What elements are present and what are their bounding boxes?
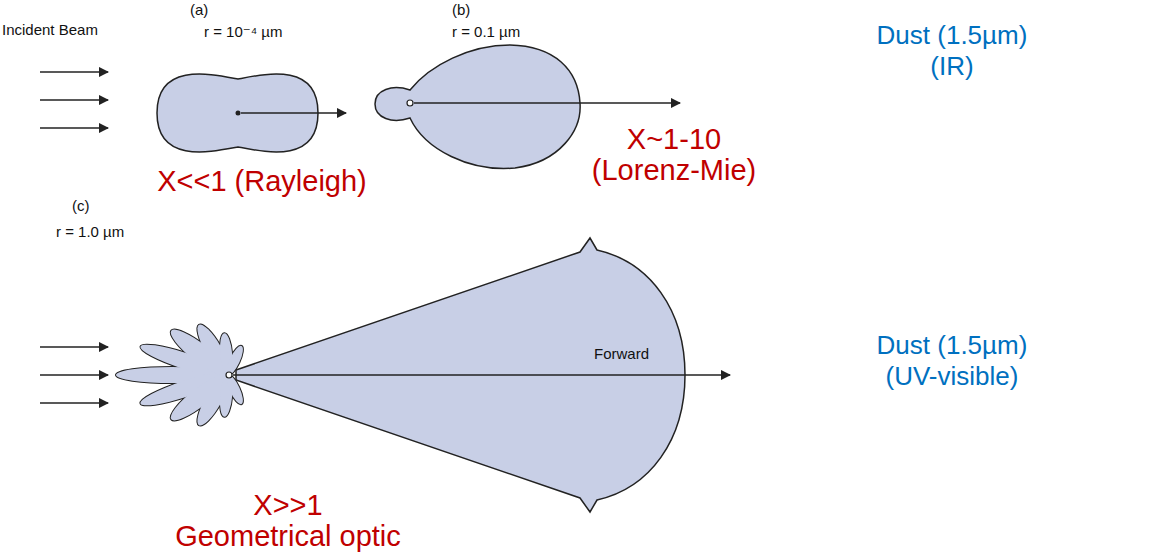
particle-dot <box>226 372 232 378</box>
radius-label: r = 0.1 µm <box>452 24 520 41</box>
radius-label: r = 1.0 µm <box>56 224 124 241</box>
regime-label: X<<1 (Rayleigh) <box>157 166 367 197</box>
regime-label: X~1-10 (Lorenz-Mie) <box>592 124 756 186</box>
particle-dot <box>236 111 241 116</box>
particle-dot <box>407 100 413 106</box>
dust-note: Dust (1.5µm) (UV-visible) <box>877 330 1028 392</box>
incident-arrows <box>40 347 108 403</box>
incident-arrows <box>40 72 108 128</box>
back-petals <box>116 321 246 429</box>
direction-label: Forward <box>594 346 649 363</box>
radius-label: r = 10⁻⁴ µm <box>204 24 282 41</box>
beam-label: Incident Beam <box>2 22 98 39</box>
mie-lobe <box>375 45 580 168</box>
panel-letter: (a) <box>190 2 208 19</box>
panel-letter: (c) <box>72 198 90 215</box>
forward-arrow <box>233 374 730 376</box>
forward-arrow <box>414 102 680 104</box>
forward-arrow <box>241 112 346 114</box>
regime-label: X>>1 Geometrical optic <box>175 490 401 552</box>
dust-note: Dust (1.5µm) (IR) <box>877 20 1028 82</box>
panel-letter: (b) <box>452 2 470 19</box>
